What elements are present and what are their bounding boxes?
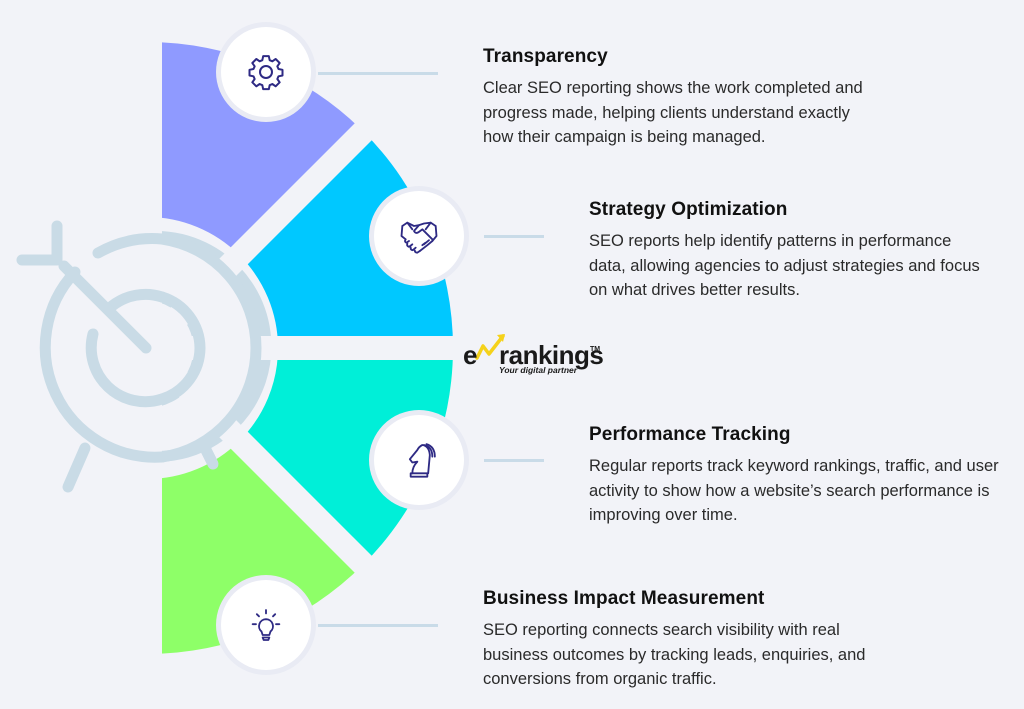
logo-trademark: TM [590,346,601,353]
item-description: Regular reports track keyword rankings, … [589,457,999,524]
segment-performance [239,348,453,565]
icon-badge-transparency [221,27,311,117]
lightbulb-icon [251,609,281,641]
item-description: Clear SEO reporting shows the work compl… [483,79,863,146]
connector-line-strategy [484,235,544,238]
item-description: SEO reporting connects search visibility… [483,621,866,688]
logo-arrow-icon [475,334,505,360]
handshake-icon [400,221,438,254]
item-title: Performance Tracking [589,424,791,445]
logo-tagline: Your digital partner [499,365,578,375]
segment-transparency [147,41,364,256]
item-description: SEO reports help identify patterns in pe… [589,232,980,299]
connector-line-performance [484,459,544,462]
item-title: Strategy Optimization [589,199,788,220]
gear-icon [248,55,284,91]
connector-line-transparency [318,72,438,75]
icon-badge-strategy [374,191,464,281]
chess-knight-icon [408,443,436,478]
evrankings-logo: e rankings TM Your digital partner [463,334,604,380]
connector-line-business [318,624,438,627]
item-business-impact: Business Impact Measurement SEO reportin… [483,588,893,692]
item-strategy-optimization: Strategy Optimization SEO reports help i… [589,199,989,303]
segment-business [147,440,364,654]
icon-badge-business [221,580,311,670]
logo-brand-name: rankings [499,340,604,370]
segment-strategy [239,131,453,348]
item-performance-tracking: Performance Tracking Regular reports tra… [589,424,999,528]
icon-badge-performance [374,415,464,505]
item-title: Transparency [483,46,608,67]
logo-prefix: e [463,340,477,370]
item-transparency: Transparency Clear SEO reporting shows t… [483,46,883,150]
item-title: Business Impact Measurement [483,588,765,609]
